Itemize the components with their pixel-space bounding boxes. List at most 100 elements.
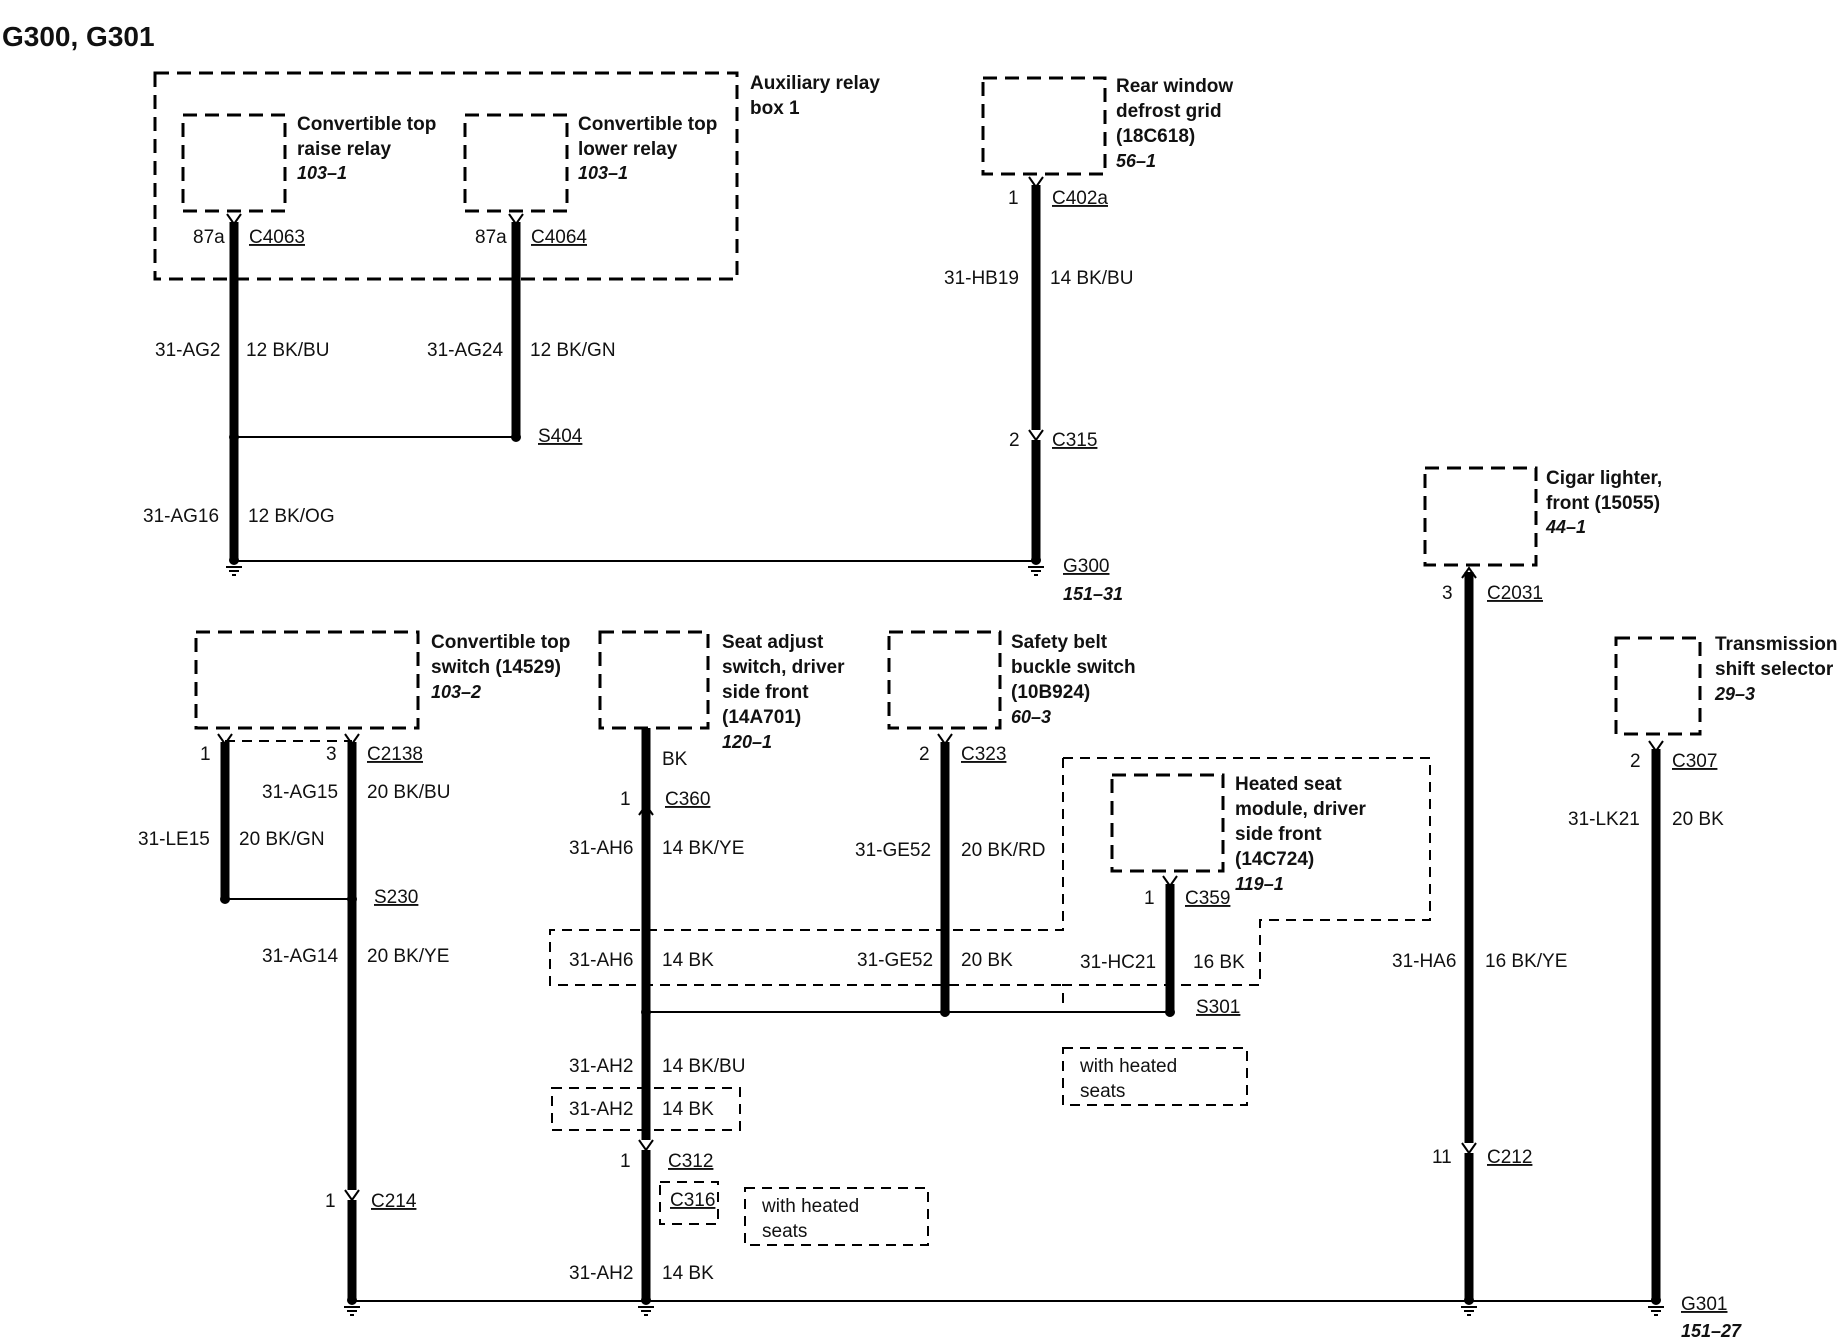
seat-adjust-label-2: switch, driver [722,657,845,678]
wire-lk21-circuit: 31-LK21 [1568,809,1640,830]
wire-ag15-spec: 20 BK/BU [367,782,450,803]
c360-pin: 1 [620,789,631,810]
s404-dot-right [511,432,521,442]
lower-relay-label: Convertible top [578,114,717,135]
heated-seat-option-outline [1062,757,1431,1008]
c312-id: C312 [668,1151,713,1172]
wire-ah2b-spec: 14 BK [662,1099,714,1120]
s404-label: S404 [538,426,583,447]
trans-selector-label: Transmission [1715,634,1838,655]
c315-arrow-icon [1028,429,1044,442]
c4064-id: C4064 [531,227,587,248]
seat-adjust-label-4: (14A701) [722,707,801,728]
raise-relay-outline [181,113,287,213]
c2138-id: C2138 [367,744,423,765]
c359-id: C359 [1185,888,1230,909]
c212-pin: 11 [1432,1147,1452,1168]
c307-id: C307 [1672,751,1717,772]
belt-switch-label: Safety belt [1011,632,1108,653]
c316-option-box [659,1181,719,1225]
wire-ah2a-spec: 14 BK/BU [662,1056,745,1077]
c2138-pin1: 1 [200,744,211,765]
defrost-grid-label-3: (18C618) [1116,126,1195,147]
heated-seat-outline [1110,773,1225,873]
belt-switch-ref: 60–3 [1011,707,1051,727]
c360-id: C360 [665,789,710,810]
g301-label: G301 [1681,1294,1727,1315]
s301-label: S301 [1196,997,1240,1018]
wire-ag2-spec: 12 BK/BU [246,340,329,361]
c4063-pin: 87a [193,227,225,248]
c212-id: C212 [1487,1147,1532,1168]
c316-id: C316 [670,1190,715,1211]
heated-seat-ref: 119–1 [1235,874,1284,894]
seat-adjust-ref: 120–1 [722,732,772,752]
aux-relay-box-label-2: box 1 [750,98,800,119]
c402a-id: C402a [1052,188,1108,209]
g300-ground-left-icon [226,555,242,576]
wire-ah2b-circuit: 31-AH2 [569,1099,633,1120]
wire-ge52a-circuit: 31-GE52 [855,840,931,861]
c214-arrow-icon [344,1189,360,1202]
belt-switch-outline [887,630,1002,730]
heated-note-2-line1: with heated [761,1196,859,1217]
seat-adjust-label: Seat adjust [722,632,824,653]
s301-dot-right [1165,1007,1175,1017]
wire-ag2-circuit: 31-AG2 [155,340,220,361]
heated-note-1-line1: with heated [1079,1056,1177,1077]
g301-ground-3-icon [1461,1295,1477,1316]
heated-wire-option-outline [549,758,1064,986]
top-switch-label: Convertible top [431,632,570,653]
wire-ag16-spec: 12 BK/OG [248,506,335,527]
lower-relay-outline [463,113,569,213]
c212-arrow-icon [1461,1142,1477,1155]
c214-id: C214 [371,1191,417,1212]
g301-ref: 151–27 [1681,1321,1742,1341]
wire-ah6a-spec: 14 BK/YE [662,838,744,859]
wire-ag24-spec: 12 BK/GN [530,340,616,361]
cigar-lighter-outline [1423,466,1538,567]
top-switch-label-2: switch (14529) [431,657,561,678]
defrost-grid-ref: 56–1 [1116,151,1156,171]
c315-pin: 2 [1009,430,1020,451]
heated-seat-label-2: module, driver [1235,799,1367,820]
wire-ah6b-spec: 14 BK [662,950,714,971]
wire-ah2a-circuit: 31-AH2 [569,1056,633,1077]
heated-note-1-box [1062,1047,1248,1106]
g301-ground-2-icon [638,1295,654,1316]
diagram-title: G300, G301 [2,21,155,52]
wire-le15-circuit: 31-LE15 [138,829,210,850]
cigar-lighter-label-2: front (15055) [1546,493,1660,514]
g300-ground-right-icon [1028,555,1044,576]
trans-selector-outline [1614,636,1702,736]
wire-ge52b-circuit: 31-GE52 [857,950,933,971]
heated-note-1-line2: seats [1080,1081,1125,1102]
cigar-lighter-ref: 44–1 [1545,517,1586,537]
heated-seat-label: Heated seat [1235,774,1342,795]
wire-ah2c-spec: 14 BK [662,1263,714,1284]
wire-hb19-spec: 14 BK/BU [1050,268,1133,289]
wire-ge52b-spec: 20 BK [961,950,1013,971]
c307-pin: 2 [1630,751,1641,772]
c359-pin: 1 [1144,888,1155,909]
c4063-id: C4063 [249,227,305,248]
wire-ag15-circuit: 31-AG15 [262,782,338,803]
wire-lk21-spec: 20 BK [1672,809,1724,830]
c214-pin: 1 [325,1191,336,1212]
c312-arrow-icon [638,1139,654,1152]
defrost-grid-label: Rear window [1116,76,1233,97]
c4064-pin: 87a [475,227,507,248]
g300-label: G300 [1063,556,1109,577]
wire-ge52a-spec: 20 BK/RD [961,840,1045,861]
wire-ah6a-circuit: 31-AH6 [569,838,633,859]
c402a-pin: 1 [1008,188,1019,209]
wire-ah2c-circuit: 31-AH2 [569,1263,633,1284]
seat-adjust-label-3: side front [722,682,809,703]
ah2-option-box [551,1087,741,1131]
aux-relay-box-outline [153,71,739,281]
belt-switch-label-2: buckle switch [1011,657,1136,678]
c2138-pin3: 3 [326,744,337,765]
g301-ground-1-icon [344,1295,360,1316]
c2031-arrow-icon [1461,566,1477,579]
